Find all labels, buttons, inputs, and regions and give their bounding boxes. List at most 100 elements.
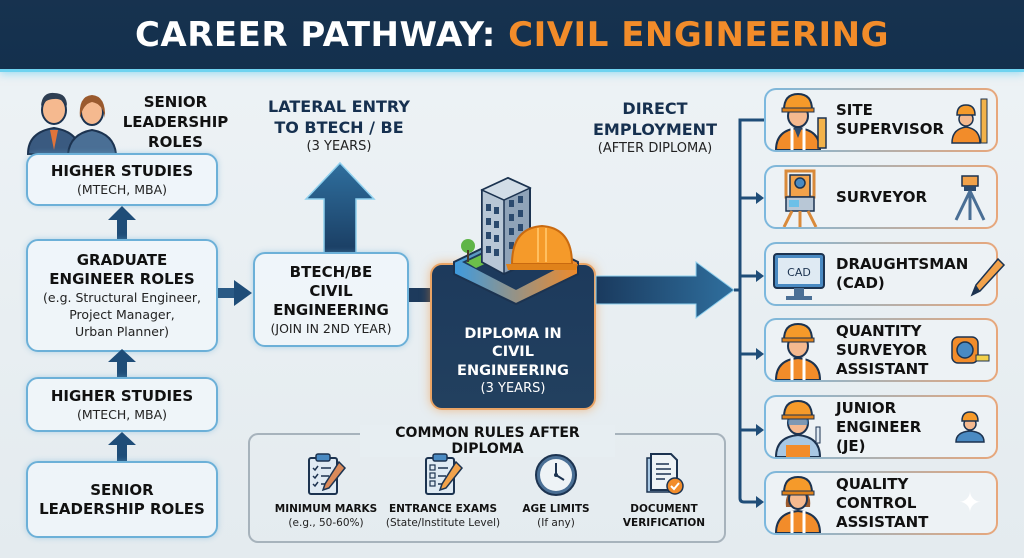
common-rules-title: COMMON RULES AFTER DIPLOMA xyxy=(360,425,615,457)
rule-title: MINIMUM MARKS xyxy=(274,503,378,515)
clock-icon xyxy=(535,454,577,496)
job-label: QUALITY CONTROL ASSISTANT xyxy=(836,475,950,532)
direct-label-line2: EMPLOYMENT xyxy=(593,120,717,139)
job-quantity-surveyor: QUANTITY SURVEYOR ASSISTANT xyxy=(764,318,998,382)
rule-sub: (If any) xyxy=(537,517,575,529)
diploma-title-line1: DIPLOMA IN xyxy=(464,325,562,342)
worker-icon xyxy=(774,322,822,380)
job-label-line2: SUPERVISOR xyxy=(836,120,945,138)
lateral-label-line2: TO BTECH / BE xyxy=(274,118,404,137)
supervisor-icon xyxy=(774,92,827,150)
box-sub-line2: Project Manager, xyxy=(69,307,175,322)
job-label-line2: ENGINEER (JE) xyxy=(836,417,922,455)
pencil-icon xyxy=(970,257,1006,297)
lateral-label-line1: LATERAL ENTRY xyxy=(268,97,410,116)
box-title-line1: GRADUATE xyxy=(76,251,168,269)
top-label-line2: LEADERSHIP xyxy=(122,113,229,131)
right-arrow-icon xyxy=(218,280,252,306)
job-label: SURVEYOR xyxy=(836,188,950,207)
top-leadership-label: SENIOR LEADERSHIP ROLES xyxy=(118,92,233,152)
rule-title-line2: VERIFICATION xyxy=(622,517,706,529)
box-title: HIGHER STUDIES xyxy=(50,161,194,180)
job-junior-engineer: JUNIOR ENGINEER (JE) xyxy=(764,395,998,459)
engineer-icon xyxy=(774,399,822,457)
branch-connector xyxy=(734,118,764,508)
rule-document-verification: DOCUMENT VERIFICATION xyxy=(604,452,724,530)
higher-studies-box-bottom: HIGHER STUDIES (MTECH, MBA) xyxy=(26,377,218,432)
leaders-icon xyxy=(26,92,118,155)
up-arrow-icon xyxy=(108,206,136,239)
building-helmet-icon xyxy=(453,176,579,306)
diploma-title-line3: ENGINEERING xyxy=(457,362,569,379)
job-label-line1: DRAUGHTSMAN xyxy=(836,255,969,273)
top-label-line1: SENIOR xyxy=(143,93,208,111)
job-label-line2: SURVEYOR xyxy=(836,340,928,359)
diploma-sub: (3 YEARS) xyxy=(480,381,546,396)
btech-title-line1: BTECH/BE xyxy=(289,262,373,281)
checklist-pencil-icon xyxy=(308,453,347,495)
document-check-icon xyxy=(646,453,684,495)
header-banner: CAREER PATHWAY: CIVIL ENGINEERING xyxy=(0,0,1024,72)
btech-sub: (JOIN IN 2ND YEAR) xyxy=(270,320,392,336)
job-label-line1: QUALITY CONTROL xyxy=(836,474,917,512)
rule-age-limits: AGE LIMITS (If any) xyxy=(496,452,616,530)
title-accent: CIVIL ENGINEERING xyxy=(508,14,890,55)
job-label-line3: ASSISTANT xyxy=(836,359,929,378)
box-sub-line1: (e.g. Structural Engineer, xyxy=(43,290,201,305)
exam-clipboard-icon xyxy=(425,453,464,495)
job-label: JUNIOR ENGINEER (JE) xyxy=(836,399,950,456)
job-quality-control: QUALITY CONTROL ASSISTANT ✦ xyxy=(764,471,998,535)
job-label-line2: (CAD) xyxy=(836,274,885,292)
senior-leadership-box: SENIOR LEADERSHIP ROLES xyxy=(26,461,218,538)
worker-ruler-icon xyxy=(951,98,988,144)
higher-studies-box-top: HIGHER STUDIES (MTECH, MBA) xyxy=(26,153,218,206)
tripod-icon xyxy=(954,175,986,221)
small-worker-icon xyxy=(955,411,985,443)
box-title-line2: LEADERSHIP ROLES xyxy=(39,499,205,518)
job-label-line1: SURVEYOR xyxy=(836,187,928,206)
title-main: CAREER PATHWAY: xyxy=(134,14,496,55)
btech-title-line2: CIVIL xyxy=(309,281,353,300)
direct-label-line1: DIRECT xyxy=(622,99,688,118)
job-label-line2: ASSISTANT xyxy=(836,512,929,531)
box-sub: (MTECH, MBA) xyxy=(76,406,168,422)
diploma-title-line2: CIVIL xyxy=(492,344,534,360)
diploma-box: DIPLOMA IN CIVIL ENGINEERING (3 YEARS) xyxy=(430,263,596,410)
job-label: SITE SUPERVISOR xyxy=(836,101,950,139)
box-sub: (MTECH, MBA) xyxy=(76,181,168,197)
up-arrow-icon xyxy=(108,432,136,462)
rule-title: ENTRANCE EXAMS xyxy=(388,503,498,515)
lateral-entry-label: LATERAL ENTRY TO BTECH / BE (3 YEARS) xyxy=(248,96,430,155)
job-site-supervisor: SITE SUPERVISOR xyxy=(764,88,998,152)
tape-measure-icon xyxy=(951,336,990,364)
direct-employment-label: DIRECT EMPLOYMENT (AFTER DIPLOMA) xyxy=(570,98,740,157)
job-surveyor: SURVEYOR xyxy=(764,165,998,229)
page-title: CAREER PATHWAY: CIVIL ENGINEERING xyxy=(135,15,889,55)
rule-title: AGE LIMITS xyxy=(522,503,590,515)
top-label-line3: ROLES xyxy=(148,133,203,151)
job-label: DRAUGHTSMAN (CAD) xyxy=(836,255,968,293)
box-title: HIGHER STUDIES xyxy=(50,386,194,405)
total-station-icon xyxy=(782,169,818,227)
btech-box: BTECH/BE CIVIL ENGINEERING (JOIN IN 2ND … xyxy=(253,252,409,347)
direct-label-sub: (AFTER DIPLOMA) xyxy=(597,141,713,156)
cad-monitor-icon: CAD xyxy=(773,253,825,300)
rule-entrance-exams: ENTRANCE EXAMS (State/Institute Level) xyxy=(383,452,503,530)
job-label-line1: SITE xyxy=(836,101,873,119)
box-title-line2: ENGINEER ROLES xyxy=(49,270,195,288)
rule-sub: (State/Institute Level) xyxy=(385,517,501,529)
btech-title-line3: ENGINEERING xyxy=(273,300,389,319)
rule-minimum-marks: MINIMUM MARKS (e.g., 50-60%) xyxy=(266,452,386,530)
job-label-line1: QUANTITY xyxy=(836,321,922,340)
up-arrow-icon xyxy=(108,349,136,379)
rule-sub: (e.g., 50-60%) xyxy=(288,517,364,529)
lateral-label-sub: (3 YEARS) xyxy=(306,139,372,154)
big-up-arrow-icon xyxy=(304,161,376,254)
female-worker-icon xyxy=(774,475,822,533)
box-title-line1: SENIOR xyxy=(90,480,154,499)
connector-bar xyxy=(409,288,431,302)
big-right-arrow-icon xyxy=(595,261,735,319)
job-label-line1: JUNIOR xyxy=(836,398,897,417)
rule-title-line1: DOCUMENT xyxy=(630,503,698,515)
box-sub-line3: Urban Planner) xyxy=(74,324,169,339)
